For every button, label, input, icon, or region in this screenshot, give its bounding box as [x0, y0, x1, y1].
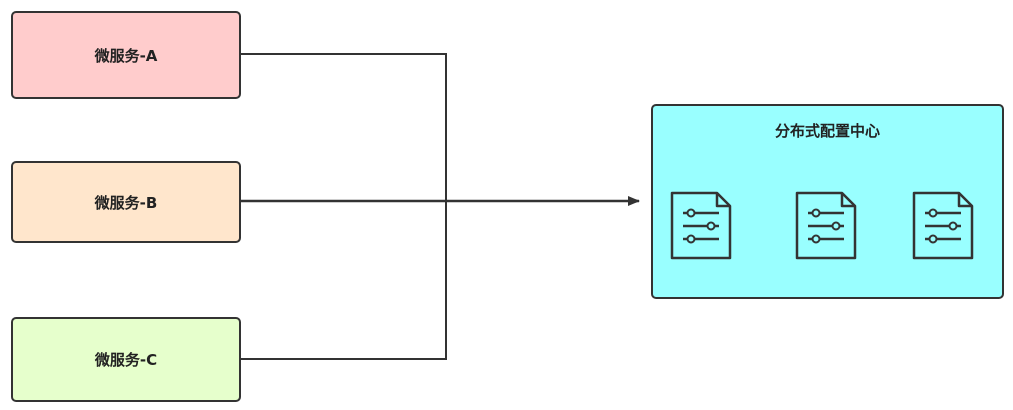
service-b-label: 微服务-B	[94, 193, 158, 212]
service-a-node: 微服务-A	[11, 11, 241, 99]
connector-c	[241, 201, 447, 360]
config-file-icon	[670, 191, 732, 260]
config-file-icon	[795, 191, 857, 260]
service-c-node: 微服务-C	[11, 317, 241, 402]
service-c-label: 微服务-C	[94, 351, 158, 369]
config-center-title: 分布式配置中心	[774, 122, 880, 140]
service-a-label: 微服务-A	[94, 46, 158, 65]
service-b-node: 微服务-B	[11, 161, 241, 243]
connector-a	[241, 53, 447, 201]
config-file-icon	[912, 191, 974, 260]
config-center-box: 分布式配置中心	[651, 104, 1004, 299]
